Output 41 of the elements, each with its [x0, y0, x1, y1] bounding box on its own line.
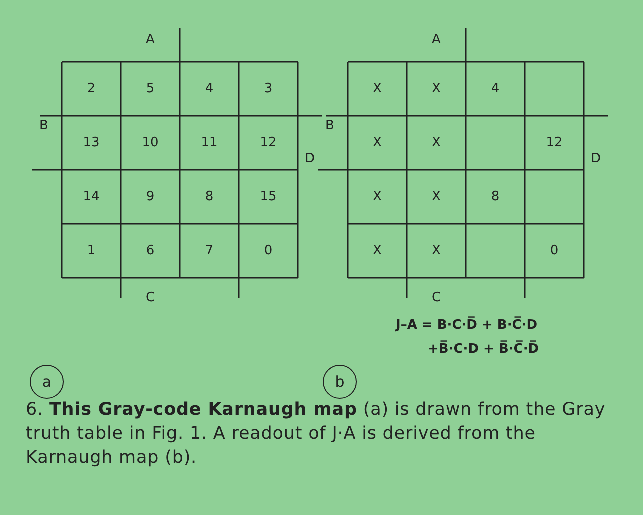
cell-value: X: [432, 82, 441, 96]
cell-value: 7: [205, 244, 214, 258]
cell-value: 15: [260, 190, 277, 204]
cell-value: 5: [146, 82, 155, 96]
cell-value: 0: [550, 244, 559, 258]
cell-value: 4: [205, 82, 214, 96]
cell-value: 11: [201, 136, 218, 150]
cell-value: 4: [491, 82, 500, 96]
cell-value: X: [373, 244, 382, 258]
cell-value: X: [432, 136, 441, 150]
variable-label: C: [146, 290, 156, 306]
cell-value: 8: [491, 190, 500, 204]
cell-value: 13: [83, 136, 100, 150]
cell-value: X: [373, 136, 382, 150]
variable-label: B: [40, 118, 48, 134]
cell-value: 3: [264, 82, 273, 96]
boolean-equation: J–A = B·C·D̅ + B·C̅·D: [396, 318, 538, 333]
cell-value: X: [432, 244, 441, 258]
variable-label: D: [305, 152, 315, 167]
figure-caption: 6. This Gray-code Karnaugh map (a) is drawn from the Gray truth table in Fig. 1. A readout of J·A is derived from the Karnaugh map (b).: [26, 399, 607, 470]
cell-value: X: [373, 190, 382, 204]
cell-value: 12: [546, 136, 563, 150]
cell-value: 12: [260, 136, 277, 150]
circled-letter: b: [323, 365, 357, 399]
variable-label: D: [591, 152, 601, 167]
cell-value: 6: [146, 244, 155, 258]
boolean-equation: +B̅·C·D + B̅·C̅·D̅: [428, 342, 540, 357]
variable-label: C: [432, 290, 442, 306]
variable-label: B: [326, 118, 334, 134]
cell-value: 0: [264, 244, 273, 258]
cell-value: X: [432, 190, 441, 204]
circled-letter: a: [30, 365, 64, 399]
cell-value: 1: [87, 244, 96, 258]
cell-value: 2: [87, 82, 96, 96]
cell-value: 8: [205, 190, 214, 204]
cell-value: X: [373, 82, 382, 96]
cell-value: 10: [142, 136, 159, 150]
cell-value: 9: [146, 190, 155, 204]
cell-value: 14: [83, 190, 100, 204]
variable-label: A: [146, 32, 155, 48]
variable-label: A: [432, 32, 441, 48]
